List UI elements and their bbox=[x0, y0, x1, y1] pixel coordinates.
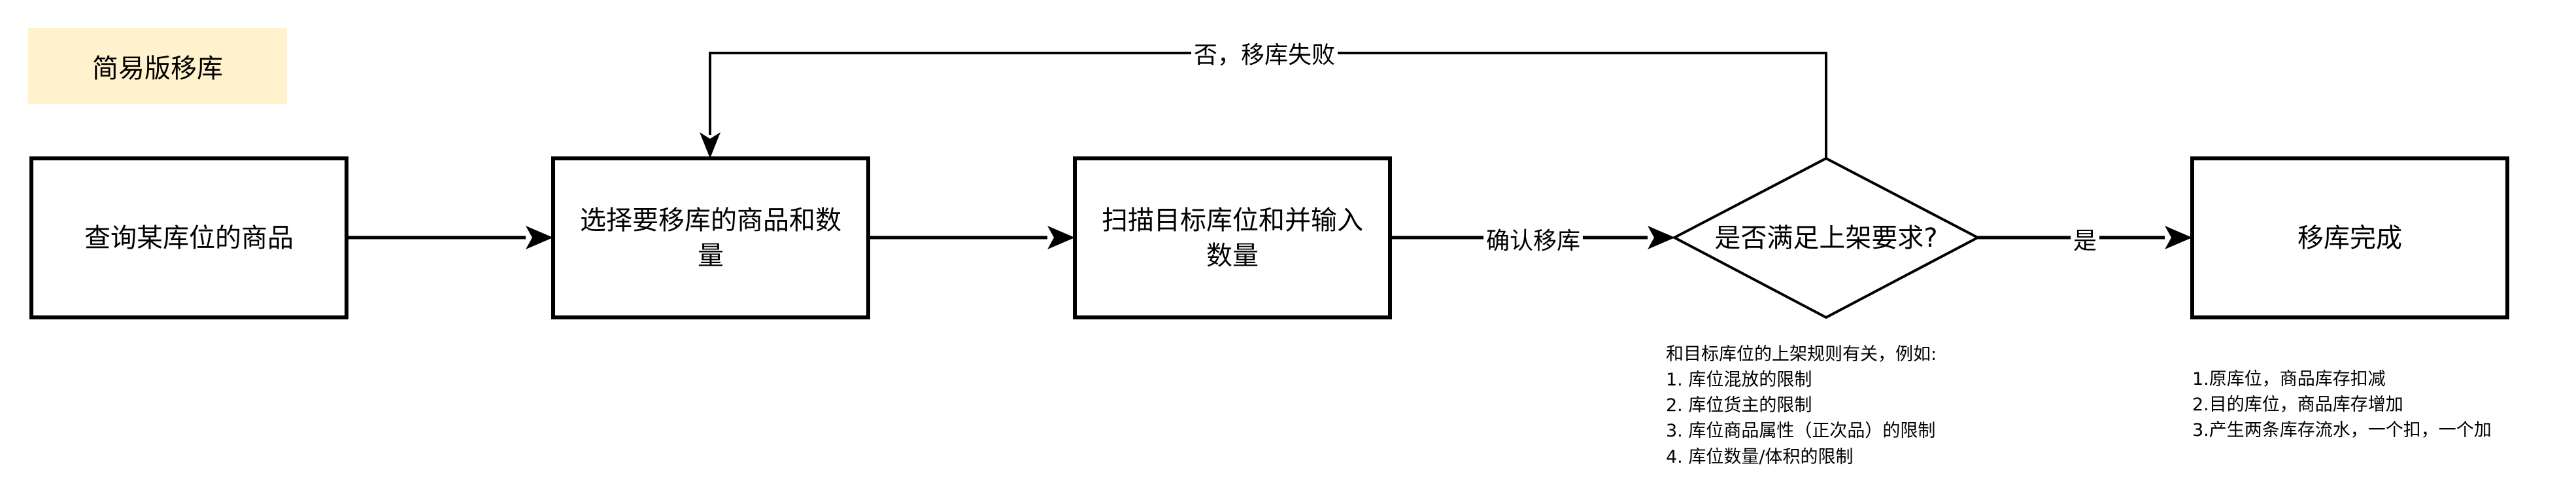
note-line: 2. 库位货主的限制 bbox=[1666, 395, 1812, 416]
edge-label-no: 否，移库失败 bbox=[1191, 36, 1338, 70]
note-line: 2.目的库位，商品库存增加 bbox=[2192, 395, 2403, 416]
node-select-label: 选择要移库的商品和数量 bbox=[580, 205, 841, 271]
box-scan[interactable] bbox=[1073, 156, 1392, 319]
node-decision-label: 是否满足上架要求? bbox=[1714, 223, 1938, 253]
box-done[interactable] bbox=[2190, 156, 2509, 319]
arrowhead bbox=[1648, 226, 1675, 249]
note-line: 1.原库位，商品库存扣减 bbox=[2192, 369, 2386, 389]
diamond-decision[interactable] bbox=[1671, 156, 1981, 319]
diagram-title: 简易版移库 bbox=[28, 28, 287, 104]
node-scan-label: 扫描目标库位和并输入数量 bbox=[1102, 205, 1363, 271]
arrowhead bbox=[526, 226, 553, 249]
edge-label-confirm: 确认移库 bbox=[1483, 222, 1584, 256]
node-done-label: 移库完成 bbox=[2297, 223, 2402, 253]
note-line: 和目标库位的上架规则有关，例如: bbox=[1666, 344, 1937, 365]
edge-label-yes: 是 bbox=[2070, 222, 2100, 256]
node-query-label: 查询某库位的商品 bbox=[84, 223, 294, 253]
box-select[interactable] bbox=[551, 156, 870, 319]
arrowhead bbox=[2165, 226, 2192, 249]
note-result: 1.原库位，商品库存扣减 2.目的库位，商品库存增加 3.产生两条库存流水，一个… bbox=[2192, 366, 2492, 443]
note-shelving-rules: 和目标库位的上架规则有关，例如: 1. 库位混放的限制 2. 库位货主的限制 3… bbox=[1666, 342, 1937, 470]
note-line: 4. 库位数量/体积的限制 bbox=[1666, 446, 1854, 467]
note-line: 3. 库位商品属性（正次品）的限制 bbox=[1666, 421, 1936, 442]
box-query[interactable] bbox=[29, 156, 348, 319]
note-line: 1. 库位混放的限制 bbox=[1666, 370, 1812, 391]
arrowhead bbox=[700, 132, 720, 158]
note-line: 3.产生两条库存流水，一个扣，一个加 bbox=[2192, 420, 2492, 441]
arrowhead bbox=[1047, 226, 1075, 249]
